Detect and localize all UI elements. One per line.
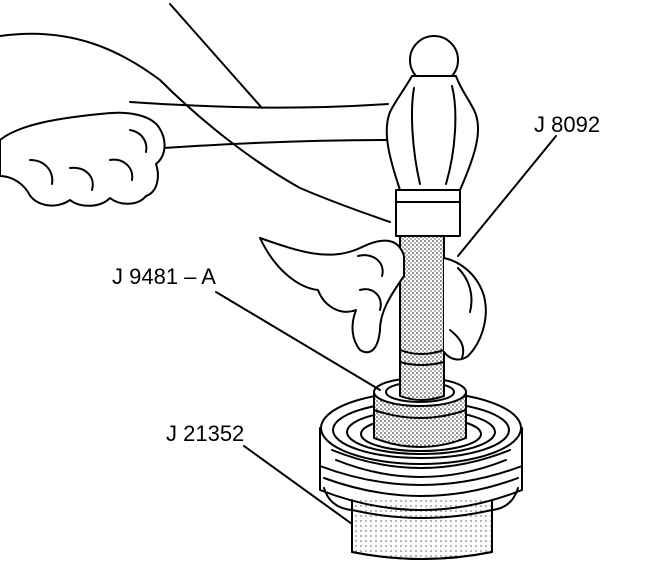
callout-j21352: J 21352: [166, 421, 245, 446]
leader-j21352: [243, 445, 353, 525]
ball-peen-hammer-head: [385, 35, 480, 237]
j8092-driver-handle: [399, 235, 445, 401]
right-hand: [259, 237, 487, 361]
callout-j9481a: J 9481 – A: [112, 264, 216, 289]
leader-j9481a: [215, 291, 381, 391]
leader-j8092: [457, 135, 557, 257]
callout-j8092: J 8092: [534, 112, 601, 137]
left-hand: [0, 111, 166, 207]
hammer-handle: [129, 101, 393, 151]
left-arm-outline: [0, 3, 391, 223]
